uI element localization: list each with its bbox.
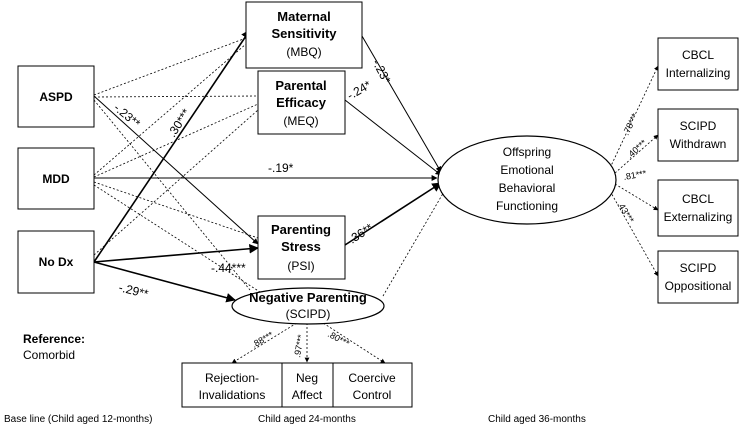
node-neg-affect: Neg Affect [292, 371, 323, 402]
coef-load-coercive: .80*** [326, 329, 351, 349]
svg-text:(MEQ): (MEQ) [283, 114, 318, 128]
svg-text:Coercive: Coercive [348, 371, 396, 385]
svg-text:Parental: Parental [275, 78, 326, 93]
path-mdd-negpar [93, 184, 261, 293]
svg-text:ASPD: ASPD [39, 90, 73, 104]
coef-mdd-outcome: -.19* [268, 161, 294, 175]
load-oppositional [609, 190, 659, 277]
node-scipd-withdrawn: SCIPD Withdrawn [657, 108, 739, 162]
path-aspd-mbq [93, 37, 247, 96]
node-parenting-stress: Parenting Stress (PSI) [257, 215, 346, 280]
svg-text:Internalizing: Internalizing [666, 66, 731, 80]
load-externalizing [614, 183, 659, 211]
path-psi-outcome [344, 182, 442, 246]
load-internalizing [609, 65, 659, 169]
path-aspd-negpar [93, 99, 251, 291]
svg-text:No Dx: No Dx [39, 255, 74, 269]
path-nodx-psi [93, 243, 259, 263]
coef-nodx-negpar: -.29** [117, 280, 150, 301]
svg-text:Withdrawn: Withdrawn [670, 137, 727, 151]
path-nodx-mbq [93, 29, 251, 263]
svg-text:Externalizing: Externalizing [664, 210, 733, 224]
path-meq-outcome [344, 99, 442, 176]
node-rejection: Rejection- Invalidations [199, 371, 266, 402]
indicator-row [181, 362, 413, 408]
svg-text:Behavioral: Behavioral [499, 181, 556, 195]
coef-nodx-psi: -.44*** [211, 261, 246, 275]
svg-text:CBCL: CBCL [682, 192, 714, 206]
coef-load-rejection: .88*** [250, 329, 275, 349]
coef-load-negaffect: .97*** [292, 333, 306, 358]
svg-text:Comorbid: Comorbid [23, 348, 75, 362]
timepoint-24: Child aged 24-months [258, 414, 356, 425]
svg-text:Oppositional: Oppositional [665, 279, 732, 293]
load-withdrawn [614, 134, 659, 174]
svg-text:Reference:: Reference: [23, 332, 85, 346]
node-maternal-sensitivity: Maternal Sensitivity (MBQ) [245, 1, 363, 69]
coef-load-withdrawn: .40*** [625, 137, 649, 160]
svg-text:SCIPD: SCIPD [680, 119, 717, 133]
coef-load-externalizing: .81*** [623, 168, 648, 182]
svg-text:Functioning: Functioning [496, 199, 558, 213]
coef-mbq-outcome: -.23* [369, 57, 393, 86]
svg-text:SCIPD: SCIPD [680, 261, 717, 275]
svg-text:CBCL: CBCL [682, 48, 714, 62]
svg-text:Parenting: Parenting [271, 222, 331, 237]
svg-text:Efficacy: Efficacy [276, 95, 327, 110]
path-nodx-negpar [93, 261, 236, 303]
timepoint-baseline: Base line (Child aged 12-months) [4, 414, 152, 425]
svg-text:Invalidations: Invalidations [199, 388, 266, 402]
path-nodx-meq [93, 109, 259, 256]
coef-meq-outcome: -.24* [345, 78, 374, 103]
path-aspd-psi [93, 95, 259, 245]
load-coercive [319, 320, 386, 364]
paths [93, 29, 659, 364]
node-parental-efficacy: Parental Efficacy (MEQ) [257, 70, 346, 135]
svg-text:Emotional: Emotional [500, 163, 553, 177]
svg-text:Rejection-: Rejection- [205, 371, 259, 385]
svg-text:Affect: Affect [292, 388, 323, 402]
coef-load-oppositional: .43*** [615, 200, 636, 225]
node-aspd: ASPD [17, 65, 95, 128]
svg-text:Stress: Stress [281, 239, 321, 254]
node-offspring: Offspring Emotional Behavioral Functioni… [437, 135, 617, 225]
node-mdd: MDD [17, 147, 95, 210]
path-mdd-psi [93, 181, 259, 239]
coef-psi-outcome: .36** [346, 220, 376, 246]
node-negative-parenting: Negative Parenting (SCIPD) [231, 287, 385, 325]
svg-text:Control: Control [353, 388, 392, 402]
node-cbcl-internalizing: CBCL Internalizing [657, 37, 739, 91]
node-cbcl-externalizing: CBCL Externalizing [657, 179, 739, 237]
svg-text:MDD: MDD [42, 172, 70, 186]
timepoint-36: Child aged 36-months [488, 414, 586, 425]
path-aspd-meq [93, 95, 259, 98]
svg-text:(MBQ): (MBQ) [286, 45, 321, 59]
node-coercive: Coercive Control [348, 371, 396, 402]
reference-note: Reference: Comorbid [23, 332, 85, 362]
node-scipd-oppositional: SCIPD Oppositional [657, 250, 739, 304]
svg-text:(PSI): (PSI) [287, 259, 314, 273]
load-rejection [231, 320, 301, 364]
svg-text:Maternal: Maternal [277, 9, 330, 24]
coef-load-internalizing: .78*** [621, 111, 640, 137]
svg-text:Neg: Neg [296, 371, 318, 385]
path-mbq-outcome [361, 35, 442, 173]
svg-text:(SCIPD): (SCIPD) [286, 307, 331, 321]
svg-text:Offspring: Offspring [503, 145, 551, 159]
path-negpar-outcome [382, 189, 446, 297]
path-mdd-mbq [93, 43, 247, 176]
svg-text:Sensitivity: Sensitivity [271, 26, 337, 41]
svg-text:Negative Parenting: Negative Parenting [249, 290, 367, 305]
node-nodx: No Dx [17, 230, 95, 294]
